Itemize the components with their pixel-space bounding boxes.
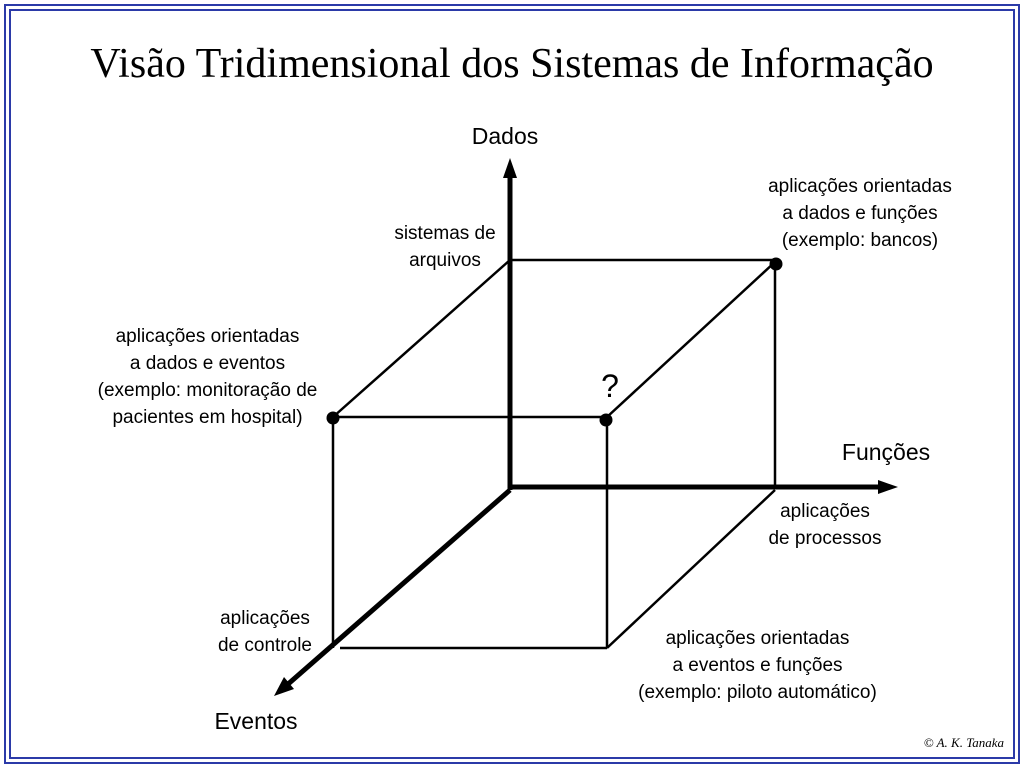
- dot-dados-funcoes: [769, 257, 783, 271]
- page-title: Visão Tridimensional dos Sistemas de Inf…: [90, 41, 934, 87]
- dot-dados-eventos: [326, 411, 340, 425]
- label-line: pacientes em hospital): [112, 407, 303, 428]
- label-line: aplicações orientadas: [115, 326, 300, 347]
- axis-eventos-arrowhead: [274, 677, 294, 696]
- axis-eventos: [285, 488, 512, 687]
- copyright: © A. K. Tanaka: [923, 735, 1004, 750]
- label-line: aplicações orientadas: [768, 176, 952, 197]
- label-line: de controle: [217, 635, 312, 656]
- label-processos: aplicações de processos: [745, 498, 905, 552]
- label-line: aplicações: [780, 501, 870, 522]
- axis-funcoes-arrowhead: [878, 480, 898, 494]
- edge-top-left: [332, 259, 511, 418]
- label-line: aplicações: [220, 608, 310, 629]
- label-eventos-funcoes: aplicações orientadas a eventos e funçõe…: [605, 625, 910, 706]
- label-line: (exemplo: piloto automático): [638, 682, 877, 703]
- label-line: a eventos e funções: [672, 655, 843, 676]
- label-line: a dados e funções: [782, 203, 938, 224]
- edge-bottom-right: [606, 489, 776, 649]
- label-controle: aplicações de controle: [195, 605, 335, 659]
- label-sistemas-arquivos: sistemas de arquivos: [375, 220, 515, 274]
- question-mark: ?: [601, 368, 619, 404]
- axis-label-dados: Dados: [471, 123, 539, 149]
- label-dados-eventos: aplicações orientadas a dados e eventos …: [65, 323, 350, 431]
- axis-dados-arrowhead: [503, 158, 517, 178]
- label-dados-funcoes: aplicações orientadas a dados e funções …: [735, 173, 985, 254]
- axis-label-funcoes: Funções: [841, 439, 931, 465]
- label-line: (exemplo: bancos): [781, 230, 939, 251]
- label-line: aplicações orientadas: [665, 628, 850, 649]
- label-line: (exemplo: monitoração de: [97, 380, 318, 401]
- label-line: sistemas de: [394, 223, 496, 244]
- label-line: arquivos: [409, 250, 481, 271]
- label-line: a dados e eventos: [129, 353, 286, 374]
- axis-label-eventos: Eventos: [214, 708, 298, 734]
- label-line: de processos: [768, 528, 882, 549]
- edge-top-right: [606, 261, 776, 418]
- dot-all-three: [599, 413, 613, 427]
